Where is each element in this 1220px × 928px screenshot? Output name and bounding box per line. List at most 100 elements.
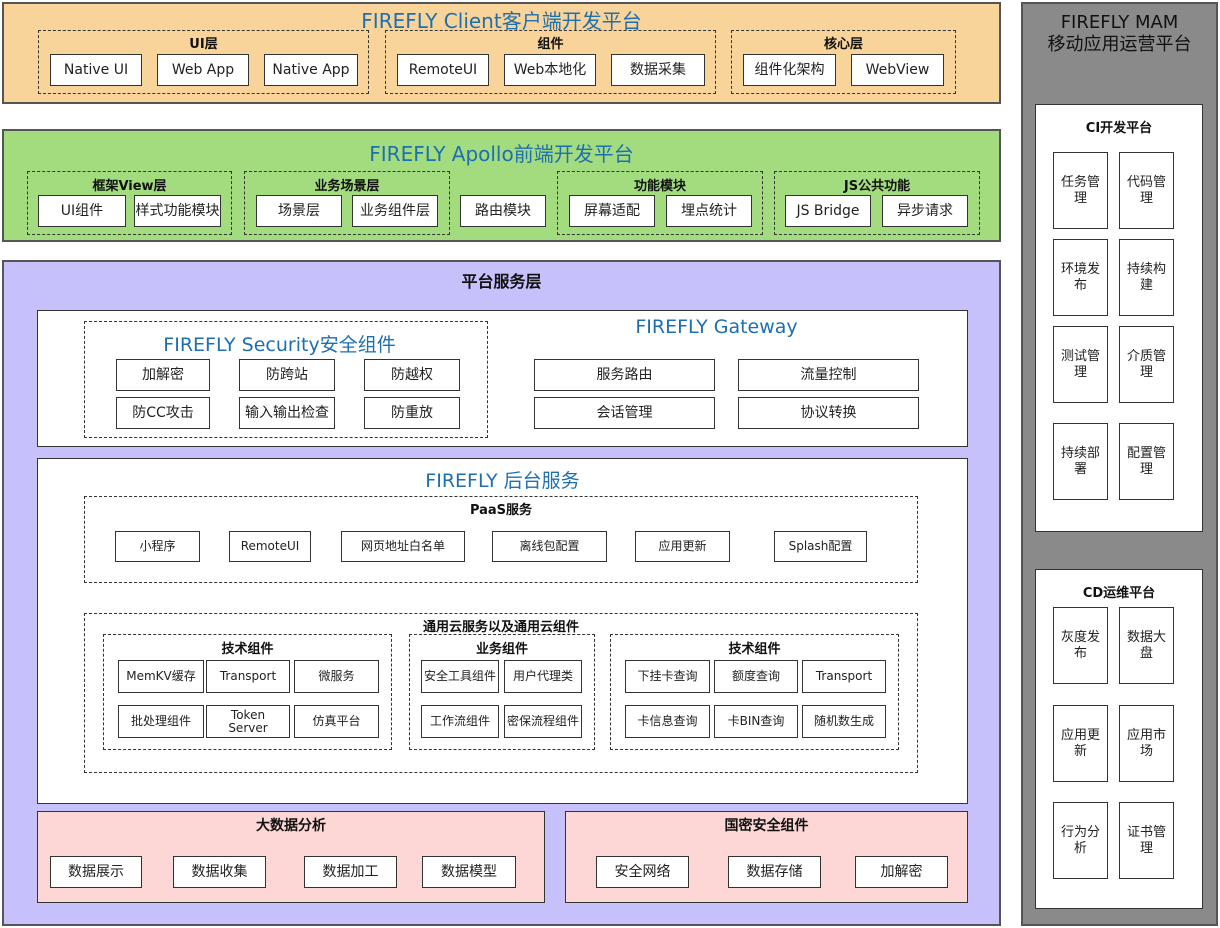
continuous-deploy-box: 持续部署 [1053, 423, 1108, 500]
paas-services [84, 496, 918, 583]
security-io-check-box: 输入输出检查 [239, 397, 335, 429]
backend-title: FIREFLY 后台服务 [425, 470, 580, 492]
card-info-query-box: 卡信息查询 [625, 705, 710, 738]
card-bin-query-box: 卡BIN查询 [714, 705, 798, 738]
component-arch-box: 组件化架构 [743, 54, 836, 86]
app-update-box: 应用更新 [1053, 705, 1108, 782]
apollo-title: FIREFLY Apollo前端开发平台 [369, 142, 634, 166]
apollo-group-scene-label: 业务场景层 [314, 179, 380, 194]
apollo-group-view [27, 171, 232, 235]
data-display-box: 数据展示 [50, 856, 142, 888]
data-collection-box: 数据采集 [611, 54, 705, 86]
apollo-group-view-label: 框架View层 [92, 179, 167, 194]
security-tools-box: 安全工具组件 [421, 660, 499, 693]
simulation-platform-box: 仿真平台 [294, 705, 379, 738]
microservice-box: 微服务 [294, 660, 379, 693]
style-module-box: 样式功能模块 [134, 195, 221, 227]
task-management-box: 任务管理 [1053, 152, 1108, 229]
client-group-components-label: 组件 [537, 37, 564, 52]
cloud-label: 通用云服务以及通用云组件 [422, 620, 579, 635]
user-agent-box: 用户代理类 [504, 660, 582, 693]
security-replay-box: 防重放 [364, 397, 460, 429]
client-platform [2, 2, 1001, 104]
client-group-core-label: 核心层 [823, 37, 863, 52]
data-dashboard-box: 数据大盘 [1119, 607, 1174, 684]
quota-query-box: 额度查询 [714, 660, 798, 693]
mam-title-line1: FIREFLY MAM [1060, 12, 1179, 33]
paas-offline-package-box: 离线包配置 [492, 531, 607, 562]
web-app-box: Web App [157, 54, 249, 86]
mam-title: FIREFLY MAM 移动应用运营平台 [1021, 12, 1218, 56]
config-management-box: 配置管理 [1119, 423, 1174, 500]
paas-label: PaaS服务 [469, 503, 533, 518]
web-localization-box: Web本地化 [504, 54, 596, 86]
backend-services-panel [37, 458, 968, 804]
cloud-tech-group-1-label: 技术组件 [221, 642, 274, 657]
client-group-ui-label: UI层 [189, 37, 218, 52]
security-xss-box: 防跨站 [239, 359, 335, 391]
cloud-business-group-label: 业务组件 [475, 642, 528, 657]
scene-layer-box: 场景层 [256, 195, 342, 227]
cd-title: CD运维平台 [1082, 586, 1156, 601]
ci-title: CI开发平台 [1085, 121, 1153, 136]
data-model-box: 数据模型 [422, 856, 516, 888]
business-component-layer-box: 业务组件层 [352, 195, 438, 227]
apollo-group-function [557, 171, 763, 235]
batch-component-box: 批处理组件 [118, 705, 204, 738]
data-processing-box: 数据加工 [304, 856, 397, 888]
memkv-cache-box: MemKV缓存 [118, 660, 204, 693]
client-title: FIREFLY Client客户端开发平台 [361, 9, 642, 33]
gateway-traffic-box: 流量控制 [738, 359, 919, 391]
apollo-group-js [774, 171, 980, 235]
js-bridge-box: JS Bridge [785, 195, 871, 227]
gateway-protocol-box: 协议转换 [738, 397, 919, 429]
random-number-box: 随机数生成 [802, 705, 886, 738]
mam-title-line2: 移动应用运营平台 [1047, 34, 1192, 55]
data-gather-box: 数据收集 [173, 856, 266, 888]
gray-release-box: 灰度发布 [1053, 607, 1108, 684]
secure-network-box: 安全网络 [596, 856, 689, 888]
paas-whitelist-box: 网页地址白名单 [341, 531, 465, 562]
security-flow-box: 密保流程组件 [504, 705, 582, 738]
transport-box-2: Transport [802, 660, 886, 693]
card-query-box: 下挂卡查询 [625, 660, 710, 693]
media-management-box: 介质管理 [1119, 326, 1174, 403]
data-storage-box: 数据存储 [728, 856, 821, 888]
env-release-box: 环境发布 [1053, 239, 1108, 316]
cloud-tech-group-1 [103, 634, 392, 750]
app-market-box: 应用市场 [1119, 705, 1174, 782]
gateway-title: FIREFLY Gateway [635, 316, 798, 338]
client-group-ui [38, 30, 369, 94]
paas-splash-box: Splash配置 [774, 531, 867, 562]
continuous-build-box: 持续构建 [1119, 239, 1174, 316]
paas-app-update-box: 应用更新 [635, 531, 730, 562]
apollo-group-scene [244, 171, 450, 235]
transport-box-1: Transport [206, 660, 290, 693]
bigdata-title: 大数据分析 [256, 818, 326, 834]
gateway-session-box: 会话管理 [534, 397, 715, 429]
workflow-box: 工作流组件 [421, 705, 499, 738]
cloud-business-group [409, 634, 595, 750]
guomi-encrypt-box: 加解密 [855, 856, 948, 888]
native-ui-box: Native UI [50, 54, 142, 86]
native-app-box: Native App [264, 54, 358, 86]
remoteui-box: RemoteUI [397, 54, 489, 86]
security-privilege-box: 防越权 [364, 359, 460, 391]
gateway-routing-box: 服务路由 [534, 359, 715, 391]
screen-adapt-box: 屏幕适配 [569, 195, 655, 227]
paas-miniprogram-box: 小程序 [115, 531, 200, 562]
client-group-core [731, 30, 956, 94]
paas-remoteui-box: RemoteUI [229, 531, 311, 562]
platform-title: 平台服务层 [461, 272, 542, 291]
routing-module-box: 路由模块 [460, 195, 546, 227]
security-component [84, 321, 488, 438]
apollo-group-function-label: 功能模块 [633, 179, 686, 194]
test-management-box: 测试管理 [1053, 326, 1108, 403]
ui-components-box: UI组件 [38, 195, 126, 227]
cert-management-box: 证书管理 [1119, 802, 1174, 879]
cloud-services [84, 613, 918, 773]
cloud-tech-group-2 [610, 634, 899, 750]
guomi-title: 国密安全组件 [724, 818, 809, 834]
async-request-box: 异步请求 [882, 195, 968, 227]
code-management-box: 代码管理 [1119, 152, 1174, 229]
